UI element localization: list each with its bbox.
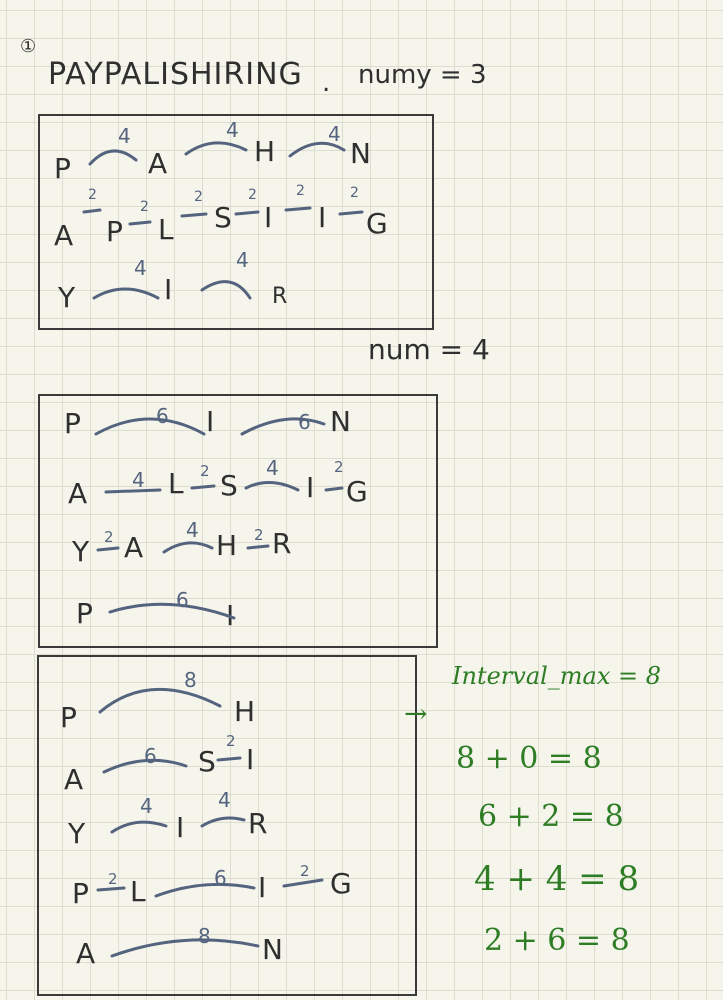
s1-r1-letter-3: N (350, 137, 371, 170)
s1-r1-letter-1: A (148, 147, 168, 180)
s1-r3-letter-1: I (164, 273, 173, 306)
rows-label: numy = 3 (358, 60, 487, 90)
s2-r3-letter-0: Y (72, 535, 90, 568)
s1-r2-letter-4: I (264, 201, 273, 234)
s2-r2-letter-2: S (220, 469, 238, 502)
s2-r1-letter-0: P (64, 407, 81, 440)
s2-r2-letter-3: I (306, 471, 315, 504)
s2-r3-gap-2: 2 (254, 526, 264, 544)
s1-r3-gap-0: 4 (134, 256, 147, 280)
s2-r2-gap-1: 2 (200, 462, 210, 480)
s1-r1-letter-2: H (254, 135, 276, 168)
s3-r4-letter-3: G (330, 867, 352, 900)
s3-r3-gap-1: 4 (218, 788, 231, 812)
zigzag-box-4-rows (38, 394, 438, 648)
arrow-icon: → (404, 697, 428, 730)
s3-r1-letter-1: H (234, 695, 256, 728)
s2-r3-letter-2: H (216, 529, 238, 562)
s2-r3-gap-0: 2 (104, 528, 114, 546)
s3-r5-gap-0: 8 (198, 924, 211, 948)
s1-r2-gap-4: 2 (296, 183, 305, 199)
separator-dot: . (322, 68, 331, 98)
s1-r2-letter-6: G (366, 207, 388, 240)
s3-r5-letter-1: N (262, 933, 283, 966)
s3-r2-gap-0: 6 (144, 744, 157, 768)
equation-1: 8 + 0 = 8 (456, 741, 602, 776)
s1-r2-gap-1: 2 (140, 199, 149, 215)
s1-r2-letter-3: S (214, 201, 232, 234)
s1-r1-gap-1: 4 (226, 118, 239, 142)
equation-2: 6 + 2 = 8 (478, 799, 624, 834)
s2-r3-letter-1: A (124, 531, 144, 564)
s1-r2-letter-2: L (158, 213, 174, 246)
zigzag-box-5-rows (37, 655, 417, 996)
s1-r3-letter-2: R (272, 284, 288, 309)
s3-r4-gap-1: 6 (214, 866, 227, 890)
s3-r4-gap-2: 2 (300, 862, 310, 880)
s3-r4-letter-0: P (72, 877, 89, 910)
s3-r4-letter-1: L (130, 875, 146, 908)
s2-r2-gap-0: 4 (132, 468, 145, 492)
s3-r2-letter-2: I (246, 743, 255, 776)
s3-r2-letter-1: S (198, 745, 216, 778)
input-word: PAYPALISHIRING (48, 57, 303, 92)
circled-marker: ① (20, 36, 37, 57)
s2-r4-gap-0: 6 (176, 588, 189, 612)
s3-r5-letter-0: A (76, 937, 96, 970)
equation-3: 4 + 4 = 8 (474, 859, 640, 899)
s1-r2-gap-2: 2 (194, 189, 203, 205)
s3-r3-gap-0: 4 (140, 794, 153, 818)
s2-r2-gap-2: 4 (266, 456, 279, 480)
s1-r1-gap-2: 4 (328, 122, 341, 146)
s2-r2-letter-0: A (68, 477, 88, 510)
s1-r3-letter-0: Y (58, 281, 76, 314)
s2-r1-gap-1: 6 (298, 410, 311, 434)
s3-r2-gap-1: 2 (226, 732, 236, 750)
s1-r2-letter-5: I (318, 201, 327, 234)
s2-r4-letter-1: I (226, 599, 235, 632)
s1-r2-gap-3: 2 (248, 187, 257, 203)
s3-r3-letter-1: I (176, 811, 185, 844)
s3-r4-gap-0: 2 (108, 870, 118, 888)
s3-r3-letter-0: Y (68, 817, 86, 850)
s3-r4-letter-2: I (258, 871, 267, 904)
s3-r1-letter-0: P (60, 701, 77, 734)
zigzag-box-3-rows (38, 114, 434, 330)
s2-r3-letter-3: R (272, 527, 292, 560)
interval-max-label: Interval_max = 8 (452, 662, 662, 690)
s1-r2-gap-0: 2 (88, 187, 97, 203)
s3-r3-letter-2: R (248, 807, 268, 840)
num4-label: num = 4 (368, 333, 490, 366)
s2-r3-gap-1: 4 (186, 518, 199, 542)
s1-r2-letter-1: P (106, 215, 123, 248)
s1-r2-letter-0: A (54, 219, 74, 252)
s2-r1-letter-2: N (330, 405, 351, 438)
s3-r1-gap-0: 8 (184, 668, 197, 692)
s2-r1-letter-1: I (206, 405, 215, 438)
s2-r1-gap-0: 6 (156, 404, 169, 428)
s2-r2-letter-1: L (168, 467, 184, 500)
s1-r1-gap-0: 4 (118, 124, 131, 148)
s1-r3-gap-1: 4 (236, 248, 249, 272)
equation-4: 2 + 6 = 8 (484, 923, 630, 958)
s2-r2-gap-3: 2 (334, 458, 344, 476)
s1-r1-letter-0: P (54, 152, 71, 185)
s2-r2-letter-4: G (346, 475, 368, 508)
s3-r2-letter-0: A (64, 763, 84, 796)
s1-r2-gap-5: 2 (350, 185, 359, 201)
s2-r4-letter-0: P (76, 597, 93, 630)
